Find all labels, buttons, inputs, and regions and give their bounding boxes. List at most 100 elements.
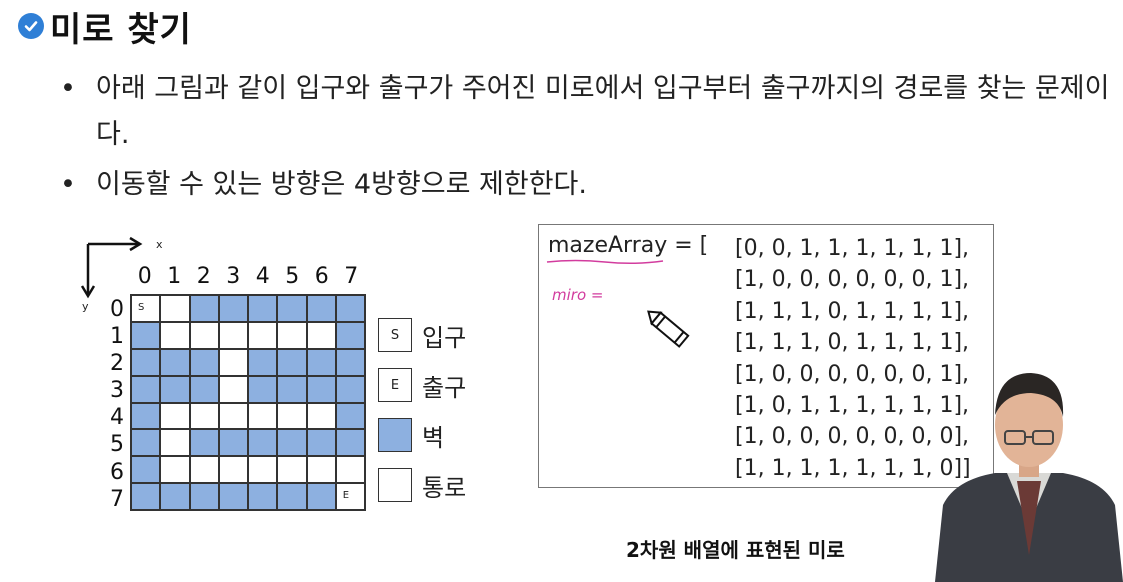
figure-caption: 2차원 배열에 표현된 미로 (626, 538, 845, 562)
maze-cell-wall (189, 375, 219, 403)
maze-row-labels: 0 1 2 3 4 5 6 7 (104, 296, 130, 513)
col-label: 1 (167, 264, 182, 289)
maze-cell-wall (277, 429, 307, 457)
maze-cell-path (218, 375, 248, 403)
code-row: [1, 1, 1, 0, 1, 1, 1, 1], (735, 330, 970, 356)
col-label: 7 (344, 264, 359, 289)
maze-cell-wall (306, 375, 336, 403)
axis-arrows (80, 236, 143, 299)
pencil-icon (647, 310, 690, 348)
row-label: 6 (110, 459, 124, 485)
maze-cell-wall (306, 348, 336, 376)
maze-cell-wall (306, 483, 336, 510)
maze-cell-path (218, 456, 248, 484)
maze-cell-path (277, 456, 307, 484)
exit-marker: E (342, 490, 350, 502)
bullet-list: • 아래 그림과 같이 입구와 출구가 주어진 미로에서 입구부터 출구까지의 … (60, 66, 1120, 208)
maze-cell-path (248, 321, 278, 349)
col-label: 6 (314, 264, 329, 289)
maze-cell-wall (277, 348, 307, 376)
maze-cell-wall (306, 295, 336, 322)
maze-cell-path (277, 402, 307, 430)
maze-cell-wall (248, 375, 278, 403)
maze-cell-wall (248, 295, 278, 322)
x-axis-label: x (156, 238, 163, 251)
maze-cell-path (189, 321, 219, 349)
row-label: 5 (110, 432, 124, 458)
maze-cell-wall (335, 348, 365, 376)
maze-cell-wall (189, 348, 219, 376)
maze-cell-wall (335, 402, 365, 430)
legend-item-entrance: S 입구 (378, 310, 466, 360)
code-row: [1, 0, 0, 0, 0, 0, 0, 1], (735, 361, 970, 387)
maze-cell-path (218, 402, 248, 430)
slide-title: 미로 찾기 (50, 9, 192, 50)
legend-item-exit: E 출구 (378, 360, 466, 410)
maze-cell-wall (218, 429, 248, 457)
maze-cell-wall (218, 483, 248, 510)
maze-cell-wall (218, 295, 248, 322)
bullet-text: 이동할 수 있는 방향은 4방향으로 제한한다. (96, 169, 587, 200)
maze-cell-path (335, 456, 365, 484)
y-axis-label: y (82, 300, 89, 313)
maze-cell-wall (160, 375, 190, 403)
maze-cell-wall (248, 429, 278, 457)
maze-cell-path (160, 402, 190, 430)
maze-cell-wall (131, 375, 161, 403)
slide-title-bar: 미로 찾기 (18, 4, 192, 50)
code-row: [1, 1, 1, 0, 1, 1, 1, 1], (735, 298, 970, 324)
row-label: 4 (110, 405, 124, 431)
maze-cell-path (248, 402, 278, 430)
maze-cell-path (218, 321, 248, 349)
code-row: [1, 0, 1, 1, 1, 1, 1, 1], (735, 393, 970, 419)
col-label: 2 (196, 264, 211, 289)
code-row: [1, 1, 1, 1, 1, 1, 1, 0]] (735, 455, 971, 481)
maze-array-code-box: mazeArray = [ [0, 0, 1, 1, 1, 1, 1, 1], … (538, 224, 994, 488)
legend-swatch-path (378, 468, 412, 502)
maze-cell-wall (189, 295, 219, 322)
code-declaration: mazeArray = [ (548, 233, 709, 258)
maze-cell-wall (160, 348, 190, 376)
legend-swatch-wall (378, 418, 412, 452)
maze-cell-path: S (131, 295, 161, 322)
row-label: 3 (110, 378, 124, 404)
maze-cell-wall (277, 483, 307, 510)
legend-label: 벽 (422, 423, 445, 452)
maze-cell-wall (335, 295, 365, 322)
maze-cell-wall (131, 483, 161, 510)
start-marker: S (138, 302, 145, 313)
maze-cell-wall (306, 429, 336, 457)
row-label: 1 (110, 324, 124, 350)
maze-cell-wall (335, 375, 365, 403)
col-label: 5 (285, 264, 300, 289)
maze-cell-wall (335, 321, 365, 349)
legend-item-wall: 벽 (378, 410, 466, 460)
maze-column-labels: 0 1 2 3 4 5 6 7 (130, 264, 366, 289)
code-row: [1, 0, 0, 0, 0, 0, 0, 1], (735, 267, 970, 293)
maze-cell-wall (160, 483, 190, 510)
maze-cell-path (277, 321, 307, 349)
maze-cell-path (218, 348, 248, 376)
bullet-item: • 이동할 수 있는 방향은 4방향으로 제한한다. (60, 162, 1120, 208)
ink-underline (546, 259, 664, 265)
legend-swatch-entrance: S (378, 318, 412, 352)
row-label: 2 (110, 351, 124, 377)
bullet-dot: • (60, 73, 76, 104)
legend-swatch-exit: E (378, 368, 412, 402)
maze-cell-wall (131, 456, 161, 484)
check-circle-icon (18, 13, 44, 39)
maze-cell-path (306, 321, 336, 349)
presenter-video (935, 373, 1123, 582)
maze-legend: S 입구 E 출구 벽 통로 (378, 310, 466, 510)
code-row: [1, 0, 0, 0, 0, 0, 0, 0], (735, 424, 970, 450)
bullet-text: 아래 그림과 같이 입구와 출구가 주어진 미로에서 입구부터 출구까지의 경로… (96, 73, 1110, 150)
maze-cell-wall (335, 429, 365, 457)
legend-label: 입구 (422, 323, 467, 352)
col-label: 3 (226, 264, 241, 289)
row-label: 7 (110, 486, 124, 512)
legend-label: 출구 (422, 373, 467, 402)
maze-cell-wall (248, 348, 278, 376)
maze-cell-path (306, 456, 336, 484)
maze-cell-wall (189, 483, 219, 510)
code-row: [0, 0, 1, 1, 1, 1, 1, 1], (735, 236, 970, 261)
